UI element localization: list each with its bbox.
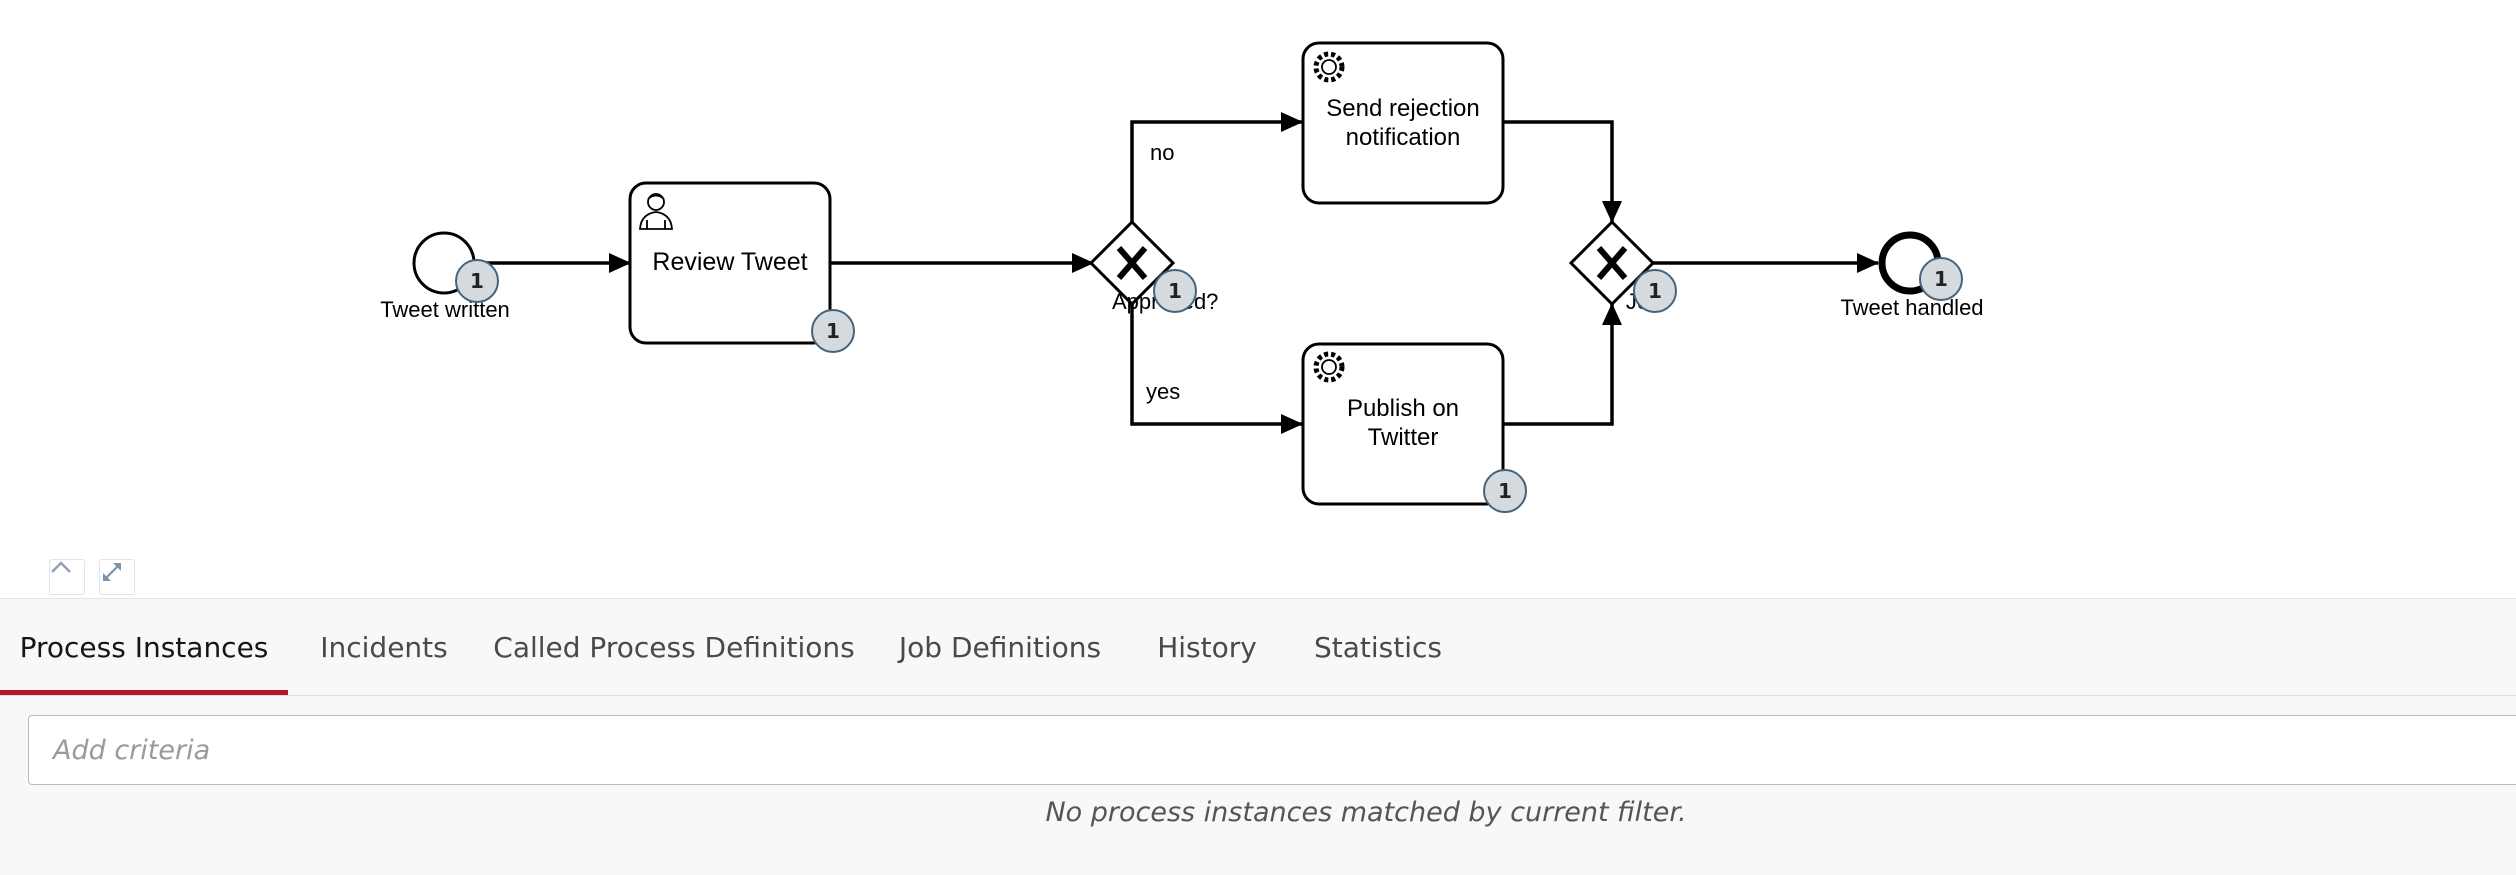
badge-publish[interactable]: 1 bbox=[1483, 469, 1527, 513]
flow-split-no bbox=[1130, 112, 1303, 222]
service-task-icon bbox=[1313, 51, 1345, 83]
badge-end[interactable]: 1 bbox=[1919, 257, 1963, 301]
tab-process-instances[interactable]: Process Instances bbox=[0, 599, 288, 695]
svg-text:1: 1 bbox=[1168, 279, 1182, 303]
end-event-label: Tweet handled bbox=[1840, 295, 1983, 320]
start-event-label: Tweet written bbox=[380, 297, 510, 322]
tab-called-process-definitions[interactable]: Called Process Definitions bbox=[493, 630, 855, 664]
send-rejection-label-line2: notification bbox=[1346, 124, 1461, 151]
tab-job-definitions[interactable]: Job Definitions bbox=[898, 630, 1102, 664]
bpmn-diagram[interactable]: Tweet written Review Tweet Approved? no … bbox=[0, 0, 2516, 598]
exclusive-x-icon-join bbox=[1596, 246, 1628, 280]
approved-gateway[interactable] bbox=[1088, 219, 1176, 307]
review-tweet-label: Review Tweet bbox=[652, 248, 807, 276]
search-criteria-input[interactable]: Add criteria bbox=[28, 715, 2516, 785]
service-task-icon-publish bbox=[1313, 351, 1345, 383]
tab-statistics[interactable]: Statistics bbox=[1314, 630, 1442, 664]
svg-text:1: 1 bbox=[1934, 267, 1948, 291]
badge-review[interactable]: 1 bbox=[811, 309, 855, 353]
tab-history[interactable]: History bbox=[1157, 630, 1257, 664]
svg-text:1: 1 bbox=[1498, 479, 1512, 503]
collapse-diagram-button[interactable] bbox=[49, 559, 85, 595]
flow-split-yes bbox=[1130, 304, 1303, 434]
join-gateway[interactable] bbox=[1568, 219, 1656, 307]
flow-reject-to-join bbox=[1503, 120, 1622, 223]
flow-publish-to-join bbox=[1503, 303, 1622, 426]
user-task-icon bbox=[639, 193, 673, 230]
svg-text:1: 1 bbox=[826, 319, 840, 343]
badge-join[interactable]: 1 bbox=[1633, 269, 1677, 313]
exclusive-x-icon bbox=[1116, 246, 1148, 280]
fullscreen-diagram-button[interactable] bbox=[99, 559, 135, 595]
badge-start[interactable]: 1 bbox=[455, 259, 499, 303]
publish-label-line1: Publish on bbox=[1347, 395, 1459, 422]
tab-incidents[interactable]: Incidents bbox=[320, 630, 448, 664]
expand-icon bbox=[103, 563, 121, 581]
sequence-flows bbox=[474, 112, 1879, 434]
tab-bar: Process Instances Incidents Called Proce… bbox=[0, 599, 2516, 696]
chevron-up-icon bbox=[51, 561, 71, 573]
send-rejection-task[interactable] bbox=[1301, 41, 1505, 205]
svg-text:1: 1 bbox=[1648, 279, 1662, 303]
detail-panel: Process Instances Incidents Called Proce… bbox=[0, 598, 2516, 875]
empty-results-message: No process instances matched by current … bbox=[1045, 797, 1687, 828]
publish-on-twitter-task[interactable] bbox=[1301, 342, 1505, 506]
publish-label-line2: Twitter bbox=[1368, 424, 1439, 451]
svg-text:1: 1 bbox=[470, 269, 484, 293]
send-rejection-label-line1: Send rejection bbox=[1326, 95, 1479, 122]
flow-no-label: no bbox=[1150, 140, 1174, 165]
badge-split[interactable]: 1 bbox=[1153, 269, 1197, 313]
review-tweet-task[interactable] bbox=[628, 181, 832, 345]
flow-yes-label: yes bbox=[1146, 379, 1180, 404]
